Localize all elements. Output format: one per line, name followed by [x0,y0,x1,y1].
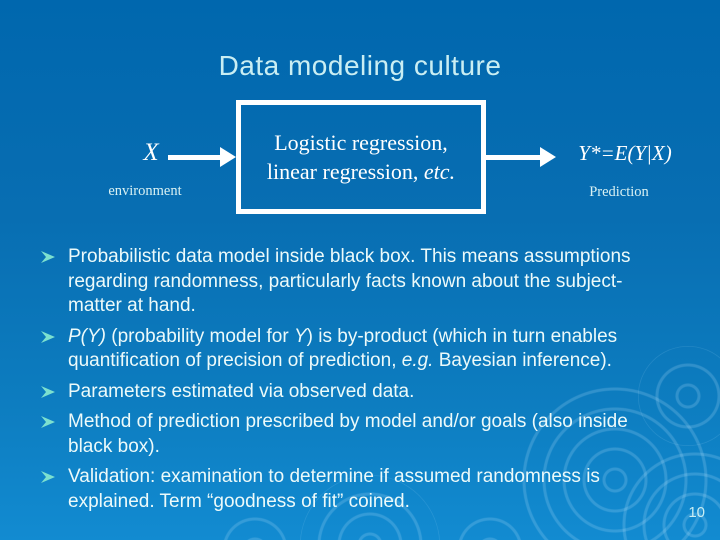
output-formula: Y*=E(Y|X) [578,141,672,165]
bullet-text: Method of prediction prescribed by model… [68,411,628,457]
bullet-text: Validation: examination to determine if … [68,466,600,512]
bullet-text: Parameters estimated via observed data. [68,380,415,402]
list-item: Validation: examination to determine if … [38,465,706,514]
bullet-text: P(Y) (probability model for Y) is by-pro… [68,325,618,372]
input-x-label: X [143,139,159,166]
ripple-decoration [520,385,710,540]
list-item: Probabilistic data model inside black bo… [38,245,706,319]
slide-title: Data modeling culture [218,50,502,81]
list-item: Method of prediction prescribed by model… [38,410,706,459]
environment-caption: environment [108,183,182,199]
bullet-list: Probabilistic data model inside black bo… [38,245,706,520]
bullet-arrow-icon [38,380,68,399]
model-box-line1: Logistic regression, [274,130,448,155]
bullet-arrow-icon [38,245,68,264]
arrow-right-icon [486,147,556,167]
bullet-arrow-icon [38,410,68,429]
arrow-right-icon [168,147,236,167]
ripple-decoration [638,346,720,446]
bullet-text: Probabilistic data model inside black bo… [68,246,631,316]
list-item: P(Y) (probability model for Y) is by-pro… [38,325,706,374]
model-box: Logistic regression, linear regression, … [236,100,486,214]
list-item: Parameters estimated via observed data. [38,380,706,405]
bullet-arrow-icon [38,325,68,344]
bullet-arrow-icon [38,465,68,484]
prediction-caption: Prediction [589,184,649,200]
page-number: 10 [688,504,705,521]
model-box-line2: linear regression, etc. [266,159,456,184]
